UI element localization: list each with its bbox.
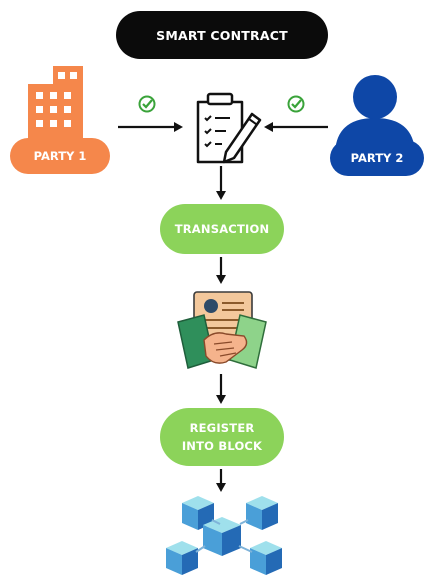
arrow-register-to-blocks xyxy=(216,469,226,492)
party2-badge xyxy=(330,140,424,176)
diagram-title: SMART CONTRACT xyxy=(116,11,328,59)
arrow-contract-to-transaction xyxy=(216,166,226,200)
arrow-agreement-to-register xyxy=(216,374,226,404)
office-building-icon xyxy=(28,66,83,146)
party2-label: PARTY 2 xyxy=(350,151,404,165)
check-circle-icon xyxy=(287,95,305,113)
arrow-party1-to-contract xyxy=(118,122,183,132)
handshake-certificate-icon xyxy=(177,291,267,369)
register-line-2: INTO BLOCK xyxy=(181,439,263,453)
party1-badge xyxy=(10,138,110,174)
party1-label: PARTY 1 xyxy=(33,149,87,163)
arrow-transaction-to-agreement xyxy=(216,257,226,284)
arrow-party2-to-contract xyxy=(264,122,328,132)
register-line-1: REGISTER xyxy=(189,421,255,435)
document-pen-icon xyxy=(196,92,262,164)
check-circle-icon xyxy=(138,95,156,113)
cube xyxy=(203,517,241,556)
cube xyxy=(246,496,278,530)
register-into-block-step: REGISTER INTO BLOCK xyxy=(160,408,284,466)
transaction-step: TRANSACTION xyxy=(160,204,284,254)
blockchain-cubes-icon xyxy=(166,496,282,575)
cube xyxy=(250,541,282,575)
cube xyxy=(166,541,198,575)
cube xyxy=(182,496,214,530)
